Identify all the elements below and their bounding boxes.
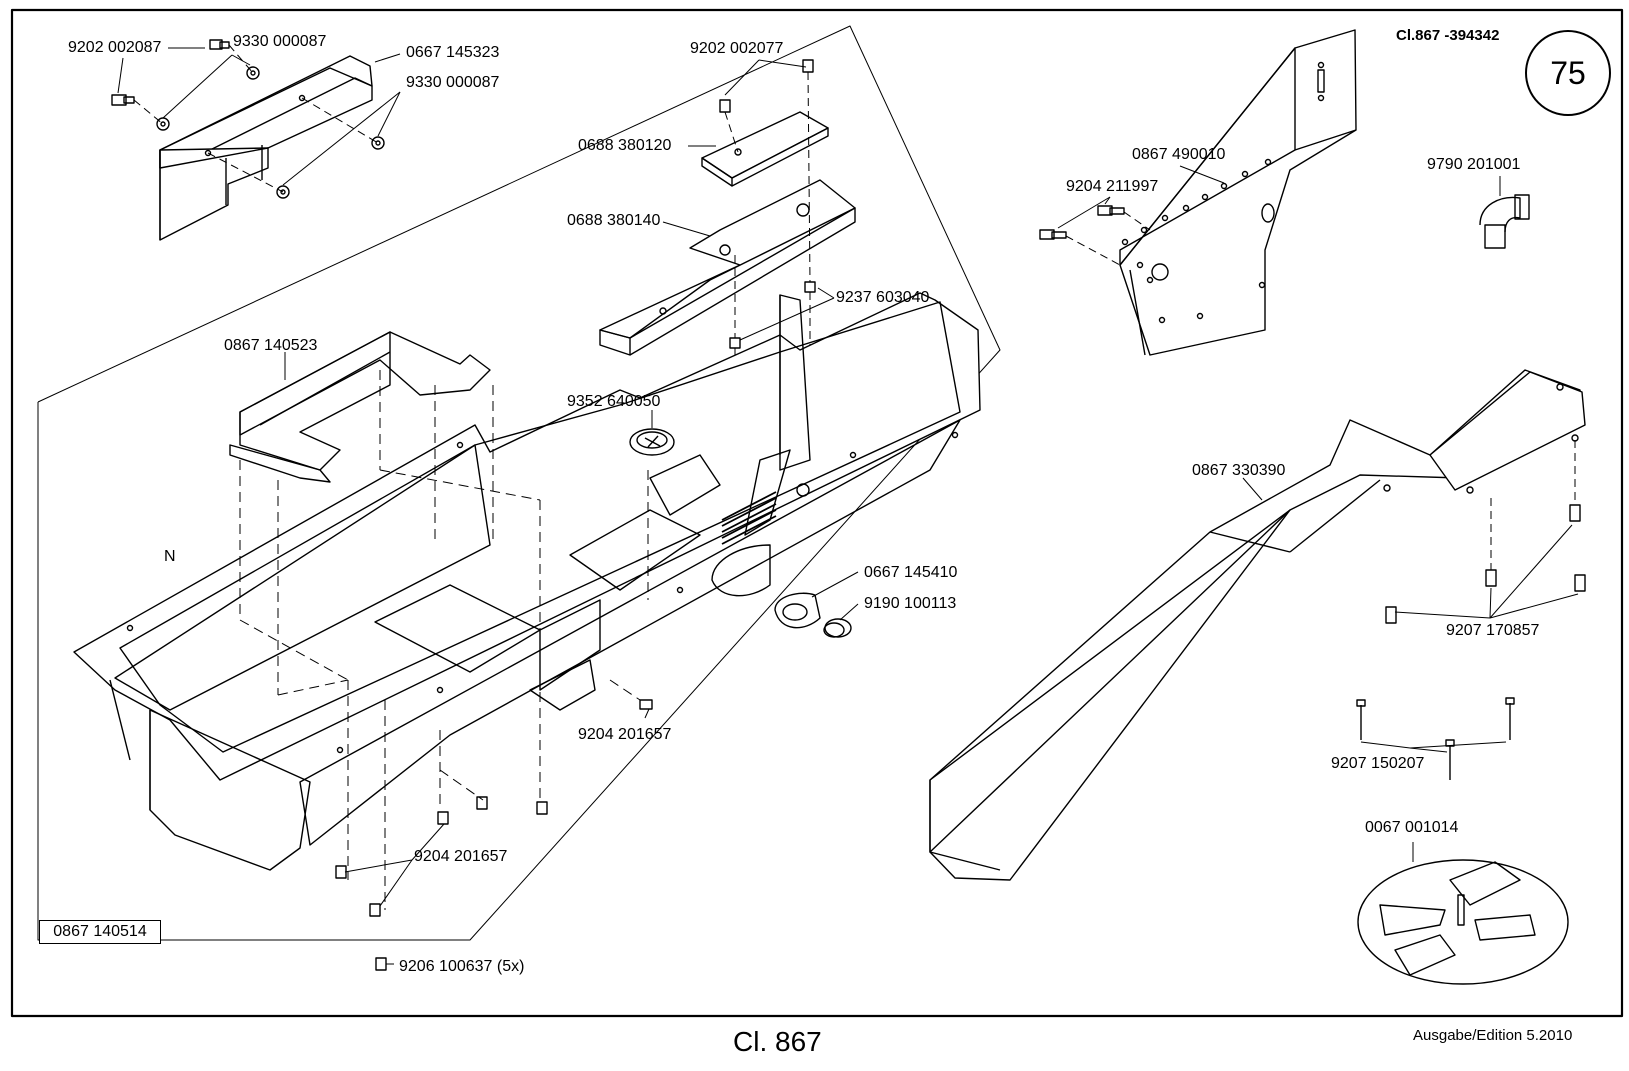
washer-icon — [276, 185, 290, 199]
screw-9207-170857 — [1385, 504, 1586, 624]
part-label-9237-603040: 9237 603040 — [836, 289, 930, 306]
grommet-0667-145410 — [774, 592, 821, 629]
disc-0067-001014 — [1357, 859, 1569, 985]
assembly-label: 0867 140514 — [39, 920, 161, 944]
plate-0688-380120 — [701, 111, 829, 187]
elbow-fitting-9790-201001 — [1479, 194, 1530, 249]
washer-icon — [371, 136, 385, 150]
screw-9202-002087 — [111, 94, 135, 106]
part-label-9207-150207: 9207 150207 — [1331, 755, 1425, 772]
part-label-9206-100637: 9206 100637 (5x) — [399, 958, 525, 975]
part-label-9207-170857: 9207 170857 — [1446, 622, 1540, 639]
part-label-0688-380120: 0688 380120 — [578, 137, 672, 154]
part-label-9352-640050: 9352 640050 — [567, 393, 661, 410]
part-label-0067-001014: 0067 001014 — [1365, 819, 1459, 836]
vent-grille — [721, 491, 777, 545]
part-label-9204-211997: 9204 211997 — [1066, 178, 1159, 195]
screw-9202-002087-b — [209, 39, 230, 50]
sheet-frame — [10, 8, 1624, 1018]
footer-title: Cl. 867 — [733, 1026, 822, 1057]
class-reference: Cl.867 -394342 — [1396, 27, 1500, 44]
screw-9204-201657 — [335, 699, 653, 917]
bracket-0867-490010 — [1119, 29, 1357, 356]
bracket-0867-140523 — [229, 331, 491, 483]
page-number: 75 — [1525, 30, 1611, 116]
assembly-boundary — [37, 25, 1001, 941]
part-label-9202-002077: 9202 002077 — [690, 40, 784, 57]
part-label-0667-145410: 0667 145410 — [864, 564, 958, 581]
plug-9190-100113 — [823, 618, 852, 638]
orientation-mark: N — [164, 548, 176, 565]
part-label-9330-000087-b: 9330 000087 — [406, 74, 500, 91]
cover-plate-0667-145323 — [159, 55, 373, 241]
part-label-9204-201657-b: 9204 201657 — [414, 848, 508, 865]
washer-icon — [246, 66, 260, 80]
part-label-9204-201657: 9204 201657 — [578, 726, 672, 743]
tray-0867-140514 — [73, 292, 981, 871]
footer-edition: Ausgabe/Edition 5.2010 — [1413, 1027, 1573, 1044]
part-label-0867-490010: 0867 490010 — [1132, 146, 1226, 163]
part-label-9790-201001: 9790 201001 — [1427, 156, 1521, 173]
part-label-9330-000087: 9330 000087 — [233, 33, 327, 50]
bar-0688-380140 — [599, 179, 856, 356]
part-label-9202-002087: 9202 002087 — [68, 39, 162, 56]
grommet-9352-640050 — [629, 428, 675, 456]
part-label-0867-140523: 0867 140523 — [224, 337, 318, 354]
part-label-0667-145323: 0667 145323 — [406, 44, 500, 61]
washer-icon — [156, 117, 170, 131]
part-label-0867-330390: 0867 330390 — [1192, 462, 1286, 479]
screw-9206-100637 — [375, 957, 387, 971]
screw-9204-211997 — [1039, 205, 1125, 240]
part-label-0688-380140: 0688 380140 — [567, 212, 661, 229]
part-label-9190-100113: 9190 100113 — [864, 595, 957, 612]
